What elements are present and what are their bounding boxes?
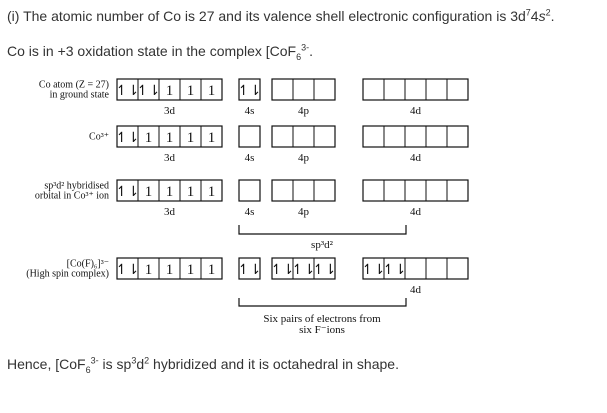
orbital-box-group [238,125,261,148]
intro-line: (i) The atomic number of Co is 27 and it… [7,7,555,24]
label-4s: 4s [245,206,255,218]
electron-pair: ↿⇂ [116,131,139,146]
electron-pair: ↿⇂ [137,84,160,99]
electron-pair: ↿⇂ [116,263,139,278]
single-electron: 1 [166,184,174,200]
single-electron: 1 [166,262,174,278]
orbital-box-group [116,257,223,280]
orbital-box-group [271,257,336,280]
single-electron: 1 [187,83,195,99]
label-4d: 4d [410,284,422,296]
row-label: Co atom (Z = 27) [39,80,109,91]
electron-pair: ↿⇂ [116,84,139,99]
orbital-box-group [238,257,261,280]
row-label: [Co(F)₆]³⁻ [67,259,109,270]
row-label: sp³d² hybridised [44,181,109,192]
label-4p: 4p [298,206,310,218]
label-4s: 4s [245,152,255,164]
electron-pair: ↿⇂ [238,84,261,99]
single-electron: 1 [187,130,195,146]
orbital-box-group [271,125,336,148]
orbital-box-group [238,179,261,202]
single-electron: 1 [187,262,195,278]
hybrid-label: sp³d² [311,239,334,251]
label-4d: 4d [410,152,422,164]
orbital-box-group [362,257,469,280]
label-4p: 4p [298,152,310,164]
orbital-box-group [116,179,223,202]
orbital-box-group [271,179,336,202]
single-electron: 1 [145,262,153,278]
ligand-pairs-label: Six pairs of electrons from [263,313,381,325]
single-electron: 1 [208,184,216,200]
row-label: (High spin complex) [26,269,109,280]
orbital-box-group [116,125,223,148]
orbital-box-group [238,78,261,101]
label-4p: 4p [298,105,310,117]
row-label: in ground state [50,90,110,101]
electron-pair: ↿⇂ [362,263,385,278]
electron-pair: ↿⇂ [313,263,336,278]
row-label: Co³⁺ [89,132,109,143]
label-3d: 3d [164,206,176,218]
label-4d: 4d [410,206,422,218]
label-3d: 3d [164,152,176,164]
row-label: orbital in Co³⁺ ion [35,191,109,202]
electron-pair: ↿⇂ [383,263,406,278]
electron-pair: ↿⇂ [271,263,294,278]
orbital-box-group [362,125,469,148]
single-electron: 1 [187,184,195,200]
label-4s: 4s [245,105,255,117]
label-4d: 4d [410,105,422,117]
orbital-box-group [362,78,469,101]
single-electron: 1 [208,130,216,146]
orbital-box-group [116,78,223,101]
single-electron: 1 [208,262,216,278]
single-electron: 1 [208,83,216,99]
orbital-box-group [362,179,469,202]
single-electron: 1 [166,83,174,99]
hybrid-bracket: sp³d² [238,225,407,251]
ligand-pairs-label: six F⁻ions [299,324,345,336]
orbital-box-group [271,78,336,101]
electron-pair: ↿⇂ [238,263,261,278]
conclusion-line: Hence, [CoF63- is sp3d2 hybridized and i… [7,355,399,375]
oxidation-state-line: Co is in +3 oxidation state in the compl… [7,42,314,62]
electron-pair: ↿⇂ [292,263,315,278]
single-electron: 1 [145,130,153,146]
single-electron: 1 [166,130,174,146]
electron-pair: ↿⇂ [116,185,139,200]
label-3d: 3d [164,105,176,117]
single-electron: 1 [145,184,153,200]
